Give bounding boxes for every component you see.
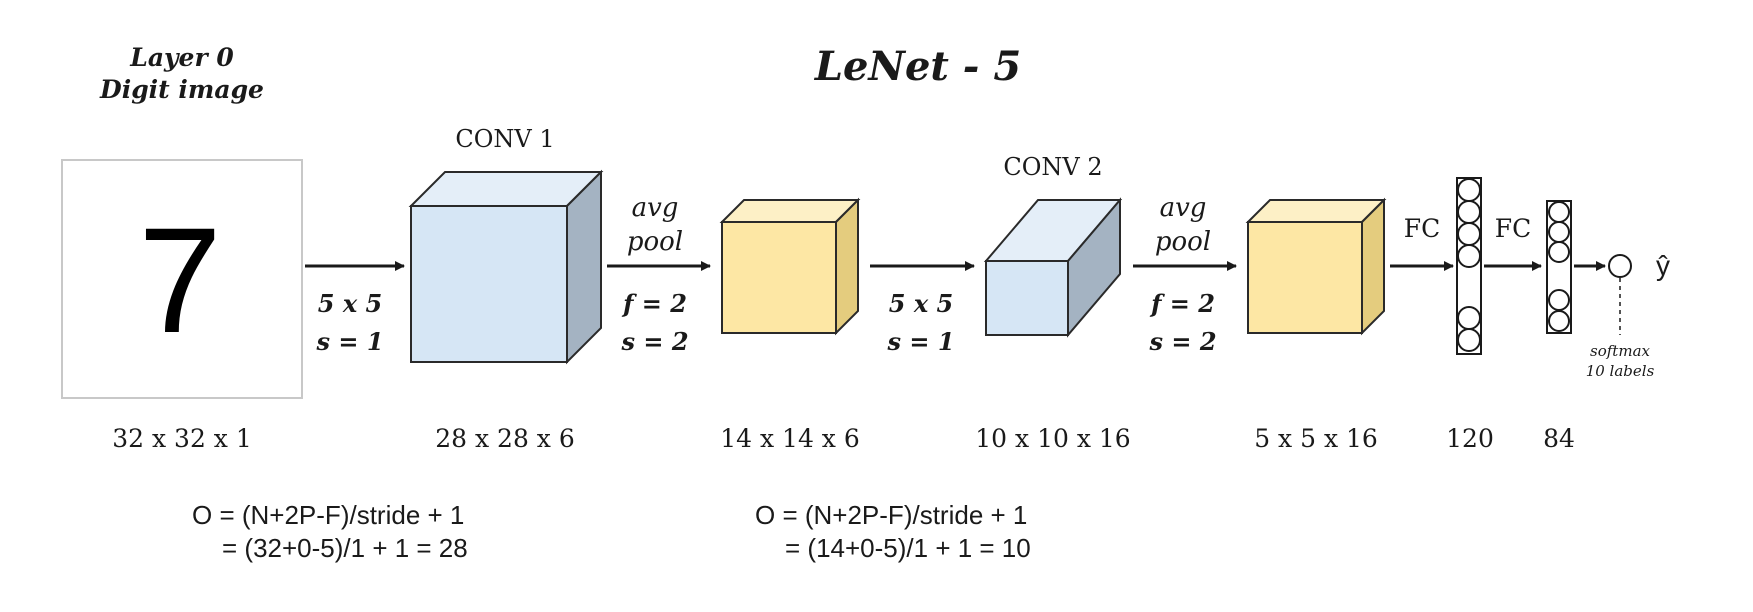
conv1-label: CONV 1 <box>455 125 554 153</box>
pool2-filter: f = 2 <box>1149 289 1215 318</box>
pool1-dims: 14 x 14 x 6 <box>720 424 860 453</box>
formula-1-line1: O = (N+2P-F)/stride + 1 <box>192 500 464 530</box>
conv2-label: CONV 2 <box>1003 153 1102 181</box>
conv2-block <box>983 197 1123 338</box>
fc2-layer <box>1546 200 1572 334</box>
input-image-frame <box>61 159 303 399</box>
pool2-block <box>1245 197 1387 336</box>
pool1-block <box>719 197 861 336</box>
formula-2-line2: = (14+0-5)/1 + 1 = 10 <box>785 533 1031 563</box>
fc2-label: FC <box>1495 214 1531 243</box>
pool2-op-line1: avg <box>1160 193 1207 223</box>
pool2-stride: s = 2 <box>1148 327 1216 356</box>
pool1-op-line1: avg <box>632 193 679 223</box>
conv2-dims: 10 x 10 x 16 <box>975 424 1130 453</box>
diagram-title: LeNet - 5 <box>814 43 1021 90</box>
output-node <box>1608 254 1632 278</box>
output-note-line1: softmax <box>1590 342 1650 360</box>
formula-1-line2: = (32+0-5)/1 + 1 = 28 <box>222 533 468 563</box>
pool1-stride: s = 2 <box>620 327 688 356</box>
input-digit: 7 <box>138 196 221 364</box>
fc2-dims: 84 <box>1543 424 1575 453</box>
input-layer-subtitle: Digit image <box>99 75 264 104</box>
fc1-label: FC <box>1404 214 1440 243</box>
input-layer-title: Layer 0 <box>129 43 234 72</box>
pool1-filter: f = 2 <box>621 289 687 318</box>
output-note-line2: 10 labels <box>1586 362 1655 380</box>
formula-2-line1: O = (N+2P-F)/stride + 1 <box>755 500 1027 530</box>
fc1-dims: 120 <box>1446 424 1494 453</box>
conv1-kernel: 5 x 5 <box>318 289 382 318</box>
pool1-op-line2: pool <box>627 227 683 257</box>
conv1-stride: s = 1 <box>315 327 383 356</box>
fc1-layer <box>1456 177 1482 355</box>
conv2-stride: s = 1 <box>886 327 954 356</box>
pool2-op-line2: pool <box>1155 227 1211 257</box>
pool2-dims: 5 x 5 x 16 <box>1254 424 1378 453</box>
conv2-kernel: 5 x 5 <box>889 289 953 318</box>
conv1-block <box>408 169 604 365</box>
output-symbol: ŷ <box>1656 250 1670 281</box>
input-dims: 32 x 32 x 1 <box>112 424 252 453</box>
conv1-dims: 28 x 28 x 6 <box>435 424 575 453</box>
